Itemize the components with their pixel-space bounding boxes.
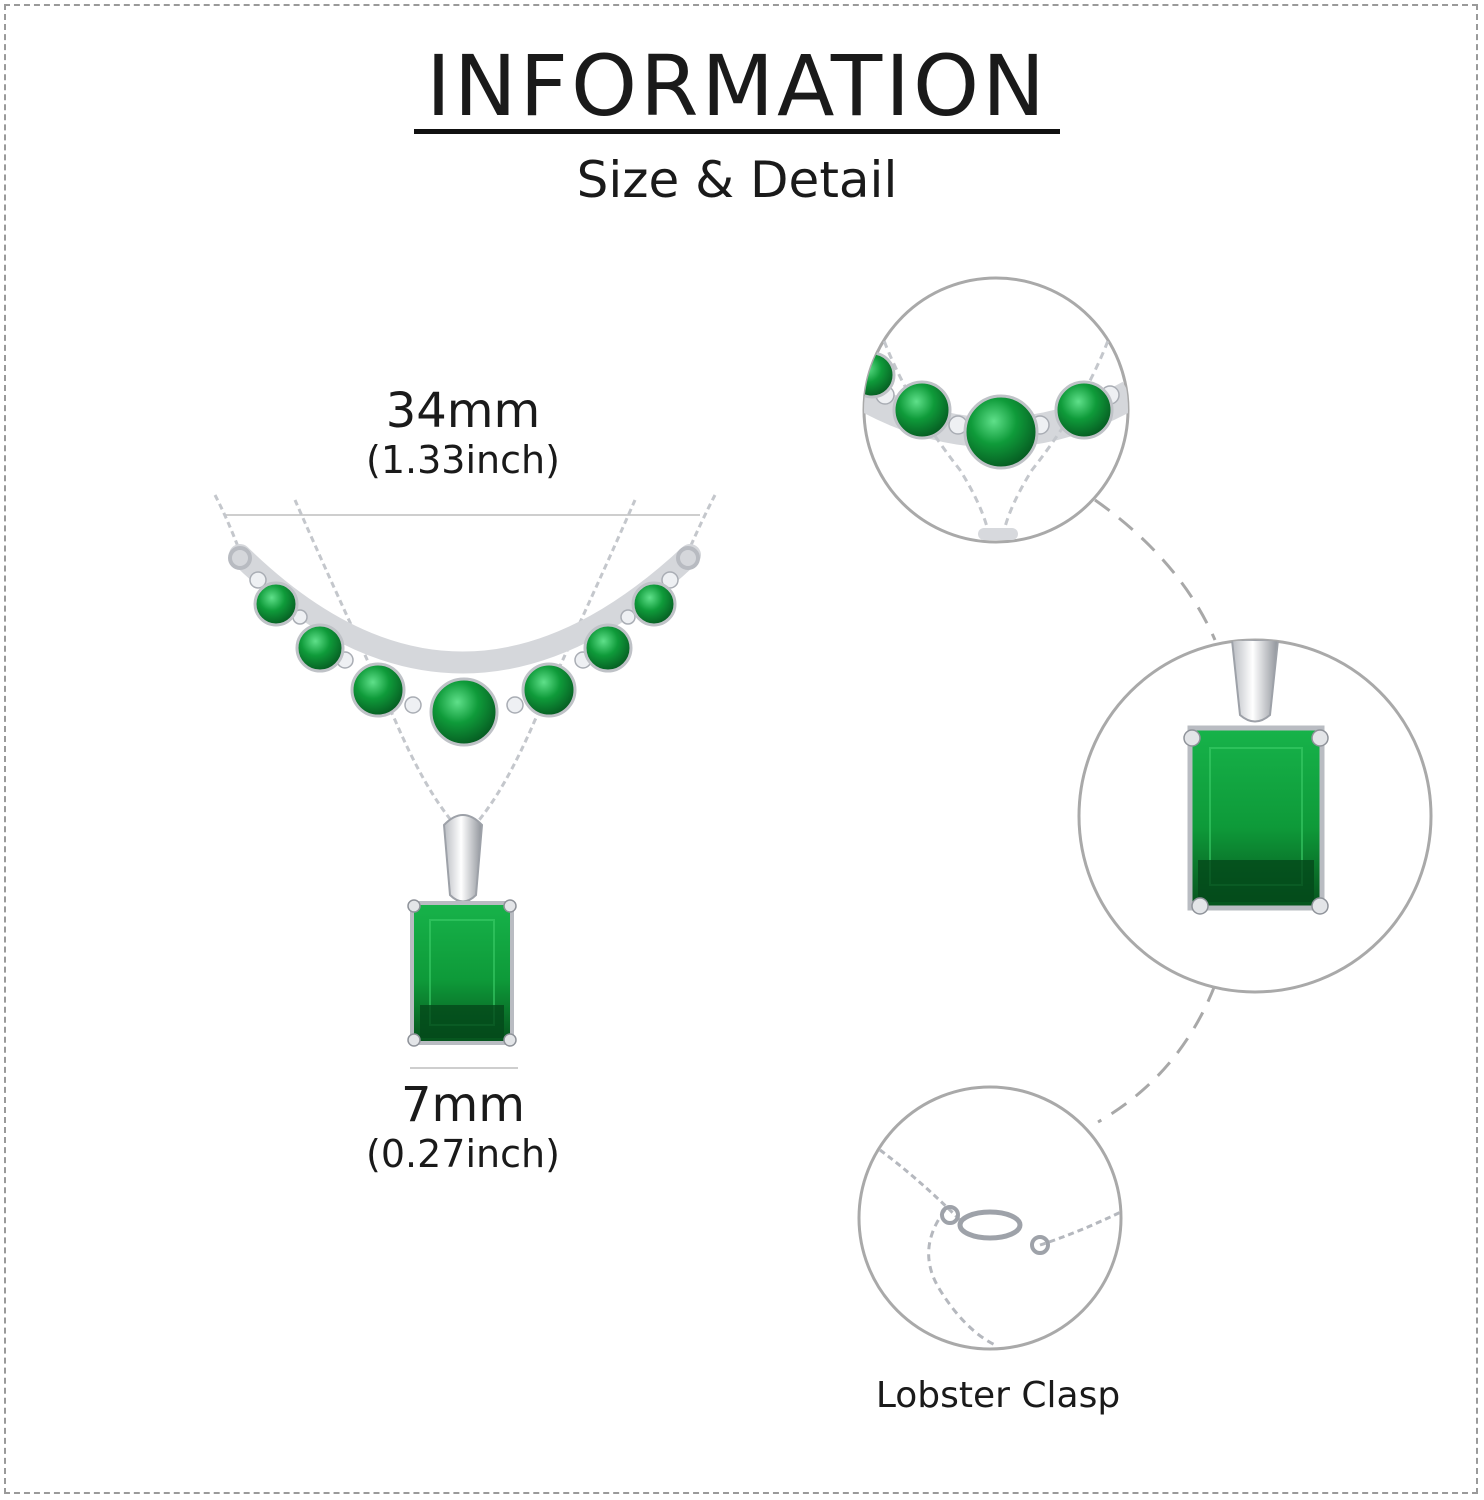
page-subtitle: Size & Detail	[576, 151, 898, 209]
dashed-frame	[4, 4, 1478, 1494]
pendant-dimension: 7mm (0.27inch)	[303, 1078, 623, 1176]
width-mm-label: 34mm	[385, 383, 541, 439]
detail-circle-pendant	[1077, 638, 1433, 994]
pendant-inch-label: (0.27inch)	[366, 1132, 560, 1176]
pendant-mm-label: 7mm	[400, 1077, 526, 1133]
lobster-clasp-caption: Lobster Clasp	[875, 1375, 1121, 1416]
detail-circle-clasp	[857, 1085, 1123, 1351]
emerald-pendant	[407, 814, 517, 1047]
detail-connectors	[1094, 498, 1217, 1124]
width-dimension: 34mm (1.33inch)	[303, 384, 623, 482]
title-underline	[414, 129, 1060, 134]
gemstone-bar	[228, 544, 701, 747]
detail-circle-gem-bar	[862, 276, 1130, 544]
page-title: INFORMATION	[426, 37, 1048, 135]
width-inch-label: (1.33inch)	[366, 438, 560, 482]
